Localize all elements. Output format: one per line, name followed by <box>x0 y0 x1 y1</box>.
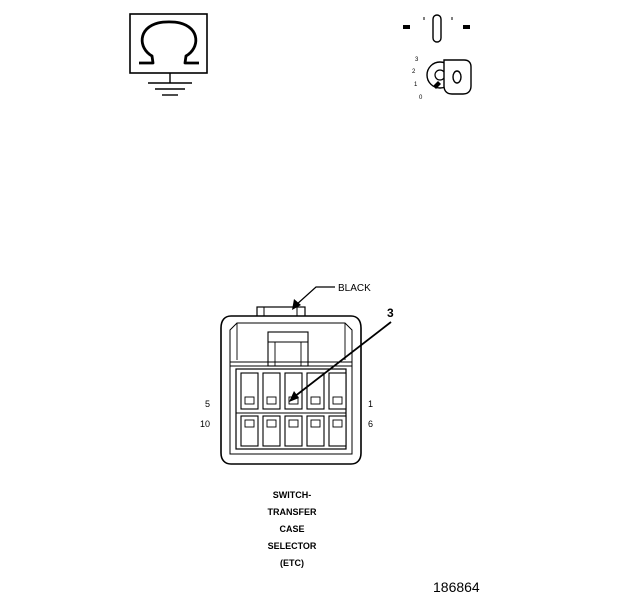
ign-pos-3: 3 <box>415 57 419 63</box>
cavity-terminal <box>288 419 299 428</box>
cavity-terminal <box>332 396 343 405</box>
ignition-switch-icon: 3 2 1 0 <box>403 14 472 101</box>
connector-name-line-2: TRANSFER <box>268 507 317 517</box>
cavity-terminal <box>332 419 343 428</box>
cavity-terminal <box>266 419 277 428</box>
pin-label-10: 10 <box>200 419 210 429</box>
connector-color-label: BLACK <box>338 283 371 294</box>
cavity-terminal <box>244 396 255 405</box>
connector <box>220 306 392 465</box>
connector-name-line-5: (ETC) <box>280 558 304 568</box>
color-callout: BLACK <box>292 283 371 310</box>
ign-pos-1: 1 <box>414 82 418 88</box>
ground-omega-symbol <box>129 13 208 96</box>
pin-label-6: 6 <box>368 419 373 429</box>
connector-name: SWITCH- TRANSFER CASE SELECTOR (ETC) <box>268 490 317 568</box>
cavity-terminal <box>310 419 321 428</box>
cavity-terminal <box>244 419 255 428</box>
ign-pos-0: 0 <box>419 95 423 101</box>
figure-number: 186864 <box>433 579 480 595</box>
cavity-terminal <box>266 396 277 405</box>
pin-label-1: 1 <box>368 399 373 409</box>
pin-label-5: 5 <box>205 399 210 409</box>
callout-number: 3 <box>387 306 394 320</box>
connector-name-line-3: CASE <box>279 524 304 534</box>
connector-cavities <box>240 372 347 447</box>
connector-name-line-1: SWITCH- <box>273 490 312 500</box>
ign-pos-2: 2 <box>412 69 416 75</box>
connector-name-line-4: SELECTOR <box>268 541 317 551</box>
cavity-terminal <box>310 396 321 405</box>
